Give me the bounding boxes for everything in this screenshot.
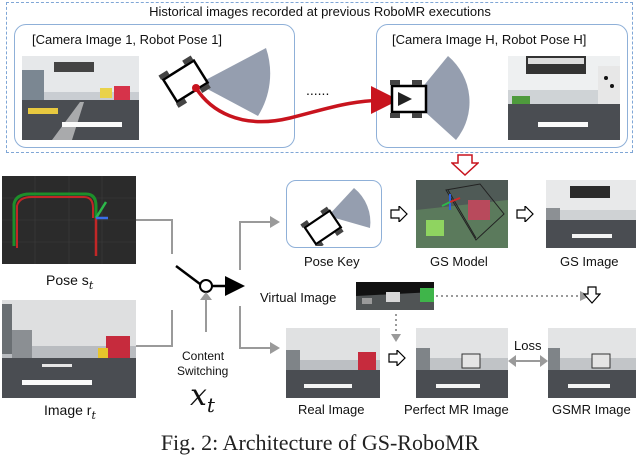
pose-key-robot-icon	[300, 188, 371, 246]
content-variable: xt	[190, 378, 215, 417]
robot-pose-h-icon	[390, 56, 470, 140]
pose-label-sub: t	[88, 278, 94, 292]
image-label-sub: t	[91, 408, 96, 422]
robot-pose-1-icon	[158, 48, 271, 116]
history-frame-1-label: [Camera Image 1, Robot Pose 1]	[32, 32, 223, 47]
loss-label: Loss	[514, 338, 542, 353]
down-arrow-to-gsmr	[583, 286, 601, 304]
virtual-image-label: Virtual Image	[260, 290, 337, 305]
loss-arrow	[508, 355, 548, 367]
gs-image-label: GS Image	[560, 254, 619, 269]
history-ellipsis: ......	[306, 82, 330, 98]
gsmr-image	[548, 328, 636, 398]
perfect-mr-image-label: Perfect MR Image	[404, 402, 509, 417]
history-panel	[6, 2, 633, 153]
virtual-image	[356, 282, 434, 310]
content-variable-x: x	[190, 378, 207, 413]
real-image-label: Real Image	[298, 402, 365, 417]
gsmr-image-label: GSMR Image	[552, 402, 631, 417]
image-label: Image rt	[44, 402, 96, 422]
camera-image-current	[2, 300, 136, 398]
gs-model-image	[416, 180, 508, 248]
arrow-to-gs-model	[390, 206, 408, 222]
pose-trajectory-plot	[2, 176, 136, 264]
pose-key-label: Pose Key	[304, 254, 360, 269]
history-frame-h-label: [Camera Image H, Robot Pose H]	[392, 32, 587, 47]
gs-image	[546, 180, 636, 248]
history-panel-title: Historical images recorded at previous R…	[149, 4, 491, 19]
camera-image-1	[22, 56, 139, 140]
perfect-mr-image	[416, 328, 508, 398]
content-switching-line2: Switching	[177, 364, 229, 378]
image-label-text: Image r	[44, 402, 92, 418]
top-down-arrow	[451, 154, 479, 176]
pose-label-text: Pose s	[46, 272, 89, 288]
real-image	[286, 328, 380, 398]
trajectory-curve	[192, 84, 399, 124]
camera-image-h	[508, 56, 620, 140]
gs-model-label: GS Model	[430, 254, 488, 269]
switch-diagram	[136, 219, 245, 347]
arrow-to-perfect-mr	[388, 350, 406, 366]
arrow-to-gs-image	[516, 206, 534, 222]
content-switching-line1: Content	[182, 349, 225, 363]
pose-label: Pose st	[46, 272, 93, 292]
figure-caption: Fig. 2: Architecture of GS-RoboMR	[160, 430, 480, 455]
content-variable-sub: t	[206, 393, 215, 417]
branch-arrows	[239, 216, 280, 354]
